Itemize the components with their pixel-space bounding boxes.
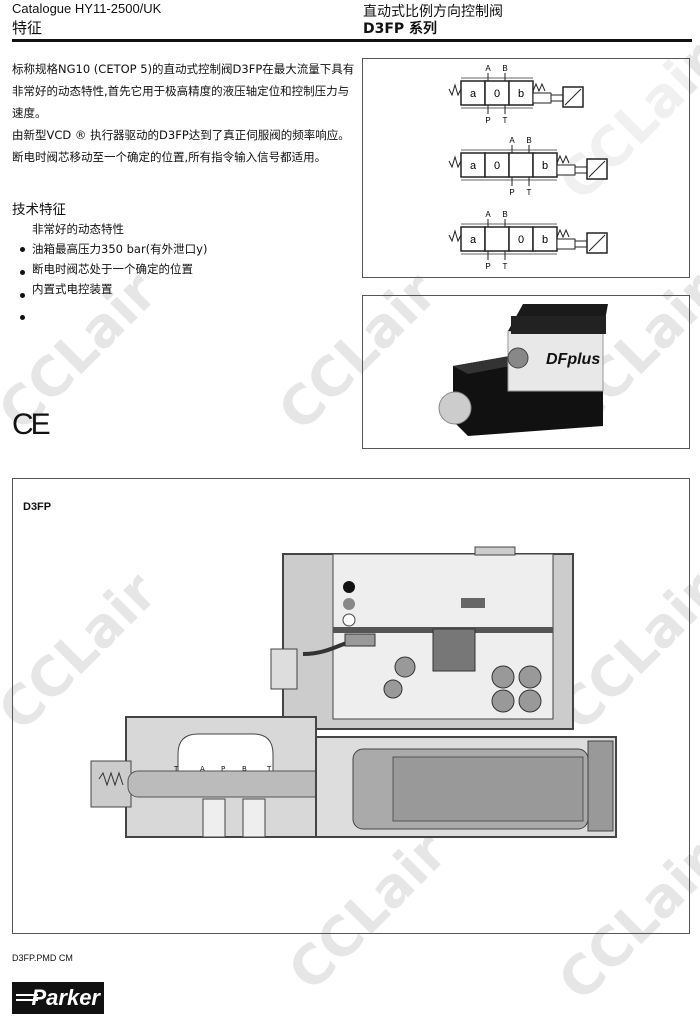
symbol-cell (484, 226, 510, 252)
feature-text: 断电时阀芯处于一个确定的位置 (32, 262, 193, 276)
port-label: T (174, 765, 179, 773)
symbol-cell (460, 152, 486, 178)
bullet-icon (20, 270, 25, 275)
port-label: T (503, 262, 508, 271)
cell-label: 0 (518, 234, 524, 246)
product-photo-panel: DFplus (362, 295, 690, 449)
bullet-icon (20, 315, 25, 320)
cross-section-panel: D3FP T A P B T (12, 478, 690, 934)
feature-text: 油箱最高压力350 bar(有外泄口y) (32, 242, 208, 256)
file-reference: D3FP.PMD CM (12, 953, 73, 963)
spring-icon (448, 83, 462, 97)
port-label: T (267, 765, 272, 773)
port-label: P (221, 765, 226, 773)
intro-text: 标称规格NG10 (CETOP 5)的直动式控制阀D3FP在最大流量下具有非常好… (12, 58, 357, 168)
feature-item: 油箱最高压力350 bar(有外泄口y) (20, 239, 207, 259)
solenoid-icon (556, 238, 576, 250)
port-label: B (526, 136, 531, 145)
solenoid-icon (556, 164, 576, 176)
intro-paragraph: 断电时阀芯移动至一个确定的位置,所有指令输入信号都适用。 (12, 150, 327, 164)
solenoid-icon (532, 92, 552, 104)
spring-icon (448, 229, 462, 243)
tech-features-title: 技术特征 (12, 202, 66, 218)
brand-label: DFplus (546, 351, 600, 368)
bullet-icon (20, 293, 25, 298)
cross-section-label: D3FP (23, 501, 52, 513)
valve-photo: DFplus (438, 304, 608, 436)
port-label: T (527, 188, 532, 197)
cell-label: 0 (494, 160, 500, 172)
port-label: A (509, 136, 515, 145)
feature-text: 内置式电控装置 (32, 282, 113, 296)
feature-item: 内置式电控装置 (20, 279, 207, 299)
symbol-cell (508, 80, 534, 106)
logo-text: Parker (31, 985, 100, 1010)
port-label: P (485, 116, 490, 125)
feature-text: 非常好的动态特性 (32, 222, 124, 236)
port-label: A (485, 210, 491, 219)
intro-paragraph: 标称规格NG10 (CETOP 5)的直动式控制阀D3FP在最大流量下具有非常好… (12, 62, 355, 120)
port-label: B (242, 765, 247, 773)
symbol-cell (508, 226, 534, 252)
cell-label: b (542, 234, 548, 246)
cell-label: a (470, 234, 477, 246)
cell-label: 0 (494, 88, 500, 100)
cell-label: b (518, 88, 524, 100)
cell-label: b (542, 160, 548, 172)
port-label: A (200, 765, 205, 773)
symbol-cell (532, 226, 558, 252)
port-label: B (502, 64, 507, 73)
port-label: A (485, 64, 491, 73)
feature-item (20, 307, 207, 327)
catalogue-number: Catalogue HY11-2500/UK (12, 1, 162, 16)
bullet-icon (20, 247, 25, 252)
ce-mark: CE (12, 408, 51, 441)
symbol-cell (460, 80, 486, 106)
spring-icon (448, 155, 462, 169)
feature-item: 非常好的动态特性 (20, 219, 207, 239)
section-title: 特征 (12, 19, 43, 37)
cross-section-drawing (90, 546, 617, 838)
header-rule (12, 39, 692, 42)
tech-features-list: 非常好的动态特性 油箱最高压力350 bar(有外泄口y) 断电时阀芯处于一个确… (20, 219, 207, 327)
port-label: P (509, 188, 514, 197)
port-label: T (503, 116, 508, 125)
symbol-cell (508, 152, 534, 178)
intro-paragraph: 由新型VCD ® 执行器驱动的D3FP达到了真正伺服阀的频率响应。 (12, 128, 350, 142)
parker-logo: Parker (12, 982, 104, 1014)
page-title: 直动式比例方向控制阀 (363, 4, 503, 20)
port-label: P (485, 262, 490, 271)
symbol-cell (460, 226, 486, 252)
feature-item: 断电时阀芯处于一个确定的位置 (20, 259, 207, 279)
cell-label: a (470, 88, 477, 100)
cell-label: a (470, 160, 477, 172)
port-label: B (502, 210, 507, 219)
symbol-cell (484, 80, 510, 106)
series-title: D3FP 系列 (363, 21, 438, 37)
